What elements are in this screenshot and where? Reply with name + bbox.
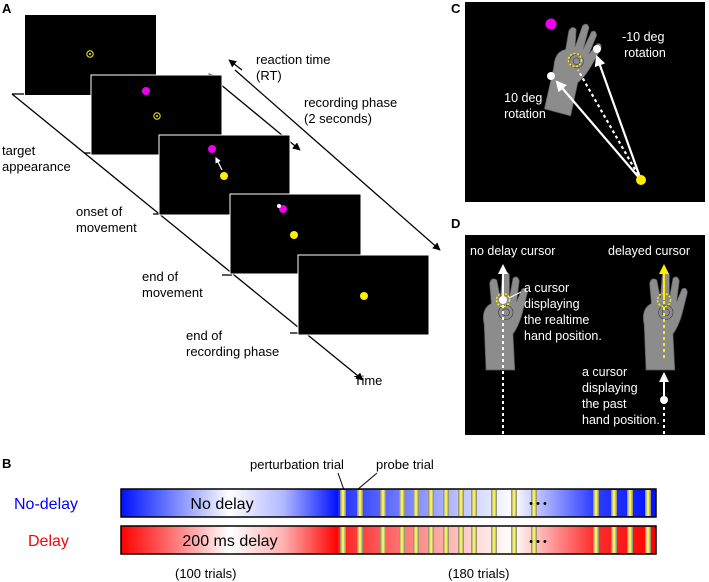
probe-stripe-highlight bbox=[341, 527, 345, 553]
label-end-of-recording: end of recording phase bbox=[186, 328, 279, 359]
label-delayed-cursor: delayed cursor bbox=[608, 244, 690, 258]
probe-stripe-highlight bbox=[414, 527, 418, 553]
panel-b-letter: B bbox=[2, 456, 11, 471]
label-target-appearance: target appearance bbox=[2, 143, 71, 174]
panel-d bbox=[465, 235, 705, 435]
probe-stripe-highlight bbox=[594, 490, 598, 516]
target-dot bbox=[545, 18, 557, 30]
probe-stripe-highlight bbox=[492, 490, 496, 516]
probe-stripe-highlight bbox=[532, 490, 536, 516]
start-dot bbox=[636, 175, 646, 185]
label-realtime-desc: a cursor displaying the realtime hand po… bbox=[524, 281, 602, 343]
probe-stripe-highlight bbox=[532, 527, 536, 553]
label-rot-pos: 10 deg rotation bbox=[504, 91, 546, 121]
probe-stripe-highlight bbox=[472, 527, 476, 553]
probe-stripe-highlight bbox=[341, 490, 345, 516]
label-onset-of-movement: onset of movement bbox=[76, 204, 137, 235]
label-reaction-time: reaction time (RT) bbox=[256, 52, 334, 83]
label-end-of-movement: end of movement bbox=[142, 269, 203, 300]
probe-stripe-highlight bbox=[429, 490, 433, 516]
probe-stripe-highlight bbox=[612, 490, 616, 516]
bar-no-delay bbox=[120, 488, 657, 518]
probe-stripe-highlight bbox=[472, 490, 476, 516]
label-trials-right: (180 trials) bbox=[448, 566, 509, 581]
row-label-delay: Delay bbox=[28, 533, 69, 550]
probe-stripe-highlight bbox=[492, 527, 496, 553]
probe-stripe-highlight bbox=[429, 527, 433, 553]
probe-stripe-highlight bbox=[459, 490, 463, 516]
probe-stripe-highlight bbox=[358, 490, 362, 516]
panel-c bbox=[465, 2, 705, 202]
label-trials-left: (100 trials) bbox=[175, 566, 236, 581]
probe-stripe-highlight bbox=[628, 527, 632, 553]
time-ticks bbox=[12, 93, 302, 334]
label-probe-trial: probe trial bbox=[376, 457, 434, 472]
probe-stripe-highlight bbox=[444, 490, 448, 516]
panel-a-letter: A bbox=[2, 1, 12, 16]
panel-d-letter: D bbox=[451, 216, 460, 231]
probe-stripe-highlight bbox=[512, 527, 516, 553]
label-rot-neg: -10 deg rotation bbox=[622, 30, 668, 60]
probe-stripe-highlight bbox=[358, 527, 362, 553]
ellipsis-no-delay: • • • bbox=[529, 498, 547, 510]
bar-text-delay: 200 ms delay bbox=[182, 533, 277, 550]
panel-c-letter: C bbox=[451, 1, 461, 16]
probe-stripe-highlight bbox=[646, 490, 650, 516]
probe-stripe-highlight bbox=[594, 527, 598, 553]
ellipsis-delay: • • • bbox=[529, 536, 547, 548]
probe-stripe-highlight bbox=[444, 527, 448, 553]
probe-stripes-no-delay bbox=[340, 490, 651, 516]
probe-stripe-highlight bbox=[381, 490, 385, 516]
probe-stripe-highlight bbox=[459, 527, 463, 553]
probe-stripe-highlight bbox=[400, 490, 404, 516]
label-no-delay-cursor: no delay cursor bbox=[470, 244, 555, 258]
probe-stripe-highlight bbox=[628, 490, 632, 516]
label-past-desc: a cursor displaying the past hand positi… bbox=[582, 365, 660, 427]
probe-stripe-highlight bbox=[400, 527, 404, 553]
screen-5 bbox=[297, 254, 430, 336]
recording-phase-arrow bbox=[234, 69, 441, 251]
bar-delay bbox=[120, 525, 657, 555]
row-label-no-delay: No-delay bbox=[14, 496, 78, 513]
bar-text-no-delay: No delay bbox=[190, 496, 253, 513]
probe-stripe-highlight bbox=[646, 527, 650, 553]
label-perturbation-trial: perturbation trial bbox=[250, 457, 344, 472]
label-recording-phase: recording phase (2 seconds) bbox=[304, 95, 401, 126]
probe-stripe-highlight bbox=[381, 527, 385, 553]
probe-stripe-highlight bbox=[512, 490, 516, 516]
probe-stripe-highlight bbox=[414, 490, 418, 516]
probe-stripes-delay bbox=[340, 527, 651, 553]
label-time: Time bbox=[354, 373, 382, 388]
probe-stripe-highlight bbox=[612, 527, 616, 553]
recording-phase-arrow-back bbox=[228, 59, 243, 71]
